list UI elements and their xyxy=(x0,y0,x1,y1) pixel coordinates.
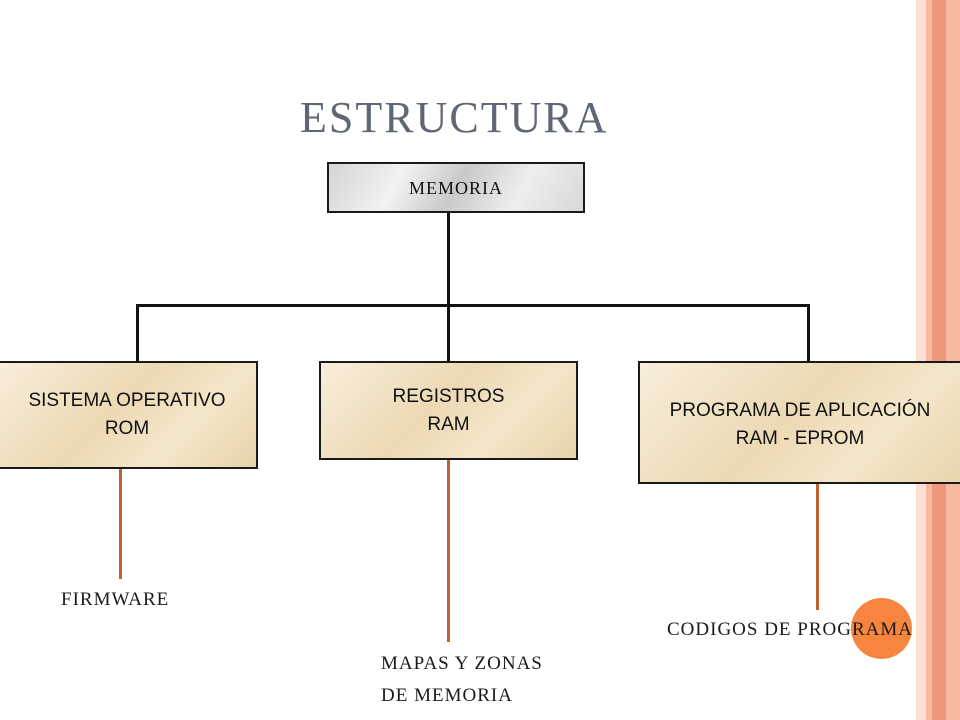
note-codigos: CODIGOS DE PROGRAMA xyxy=(667,619,913,640)
leader-codigos xyxy=(816,484,819,610)
accent-dot xyxy=(851,598,912,659)
node-sistema-operativo: SISTEMA OPERATIVO ROM xyxy=(0,361,258,469)
connector-left-drop xyxy=(136,304,139,363)
note-mapas-line1: MAPAS Y ZONAS xyxy=(381,653,543,674)
node-memoria-label: MEMORIA xyxy=(408,177,503,198)
node-programa-aplicacion: PROGRAMA DE APLICACIÓN RAM - EPROM xyxy=(638,361,960,484)
note-mapas-line2: DE MEMORIA xyxy=(381,685,513,706)
connector-root-stem xyxy=(447,212,450,306)
node-registros-line1: REGISTROS xyxy=(392,385,505,407)
node-programa-aplicacion-line1: PROGRAMA DE APLICACIÓN xyxy=(669,400,931,421)
decor-stripe xyxy=(916,0,926,720)
node-memoria: MEMORIA xyxy=(327,162,585,213)
node-programa-aplicacion-line2: RAM - EPROM xyxy=(735,428,865,449)
decor-stripe xyxy=(946,0,960,720)
node-sistema-operativo-line1: SISTEMA OPERATIVO xyxy=(28,390,226,411)
note-firmware: FIRMWARE xyxy=(61,589,170,610)
leader-firmware xyxy=(119,469,122,579)
decor-stripe xyxy=(926,0,932,720)
connector-right-drop xyxy=(807,304,810,363)
note-mapas: MAPAS Y ZONAS DE MEMORIA xyxy=(381,648,543,712)
connector-horizontal xyxy=(136,304,810,307)
slide-title: ESTRUCTURA xyxy=(300,93,609,142)
connector-center-drop xyxy=(447,304,450,363)
node-registros-line2: RAM xyxy=(427,413,470,435)
node-sistema-operativo-line2: ROM xyxy=(104,418,150,439)
node-registros: REGISTROS RAM xyxy=(319,361,578,460)
leader-mapas xyxy=(447,460,450,642)
decor-stripe xyxy=(932,0,946,720)
